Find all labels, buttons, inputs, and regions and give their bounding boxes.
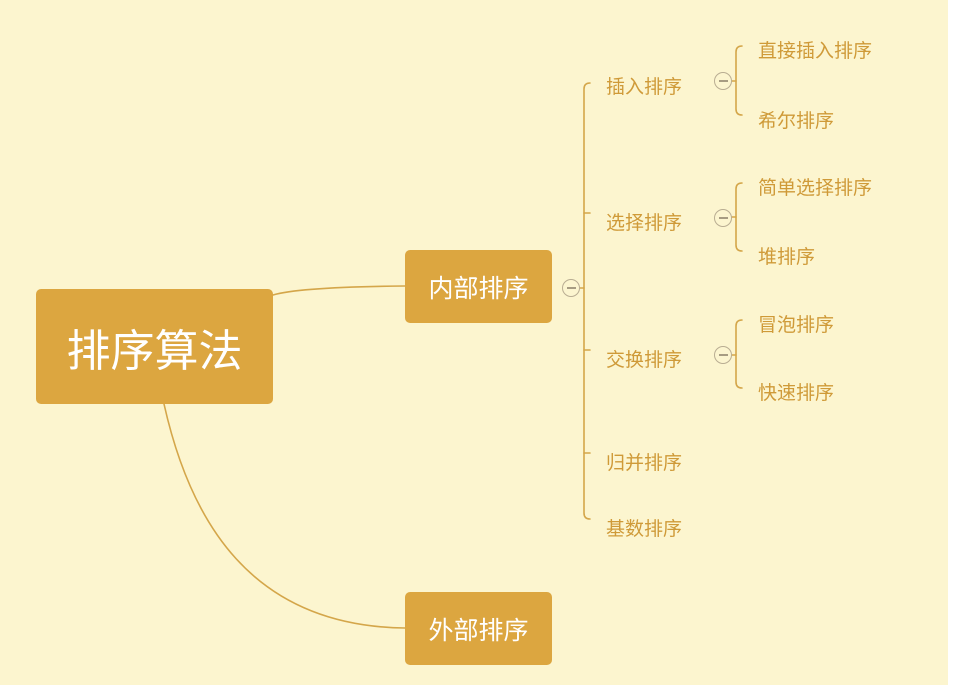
edge-root-external	[163, 403, 406, 629]
bracket-internal	[583, 82, 591, 520]
collapse-icon[interactable]	[562, 279, 580, 297]
collapse-icon[interactable]	[714, 72, 732, 90]
collapse-icon[interactable]	[714, 209, 732, 227]
node-selection-sort[interactable]: 选择排序	[606, 212, 683, 234]
bracket-exchange	[735, 319, 743, 389]
node-heap-sort[interactable]: 堆排序	[758, 246, 816, 268]
root-node[interactable]: 排序算法	[36, 289, 273, 404]
node-simple-selection-sort[interactable]: 简单选择排序	[758, 177, 873, 199]
node-radix-sort[interactable]: 基数排序	[606, 518, 683, 540]
node-shell-sort[interactable]: 希尔排序	[758, 110, 835, 132]
node-straight-insertion-sort[interactable]: 直接插入排序	[758, 40, 873, 62]
collapse-icon[interactable]	[714, 346, 732, 364]
external-sort-node[interactable]: 外部排序	[405, 592, 552, 665]
internal-sort-node[interactable]: 内部排序	[405, 250, 552, 323]
node-quick-sort[interactable]: 快速排序	[758, 382, 835, 404]
bracket-insertion	[735, 45, 743, 116]
bracket-selection	[735, 182, 743, 252]
node-insertion-sort[interactable]: 插入排序	[606, 76, 683, 98]
node-bubble-sort[interactable]: 冒泡排序	[758, 314, 835, 336]
edge-root-internal	[272, 285, 406, 296]
node-exchange-sort[interactable]: 交换排序	[606, 349, 683, 371]
node-merge-sort[interactable]: 归并排序	[606, 452, 683, 474]
